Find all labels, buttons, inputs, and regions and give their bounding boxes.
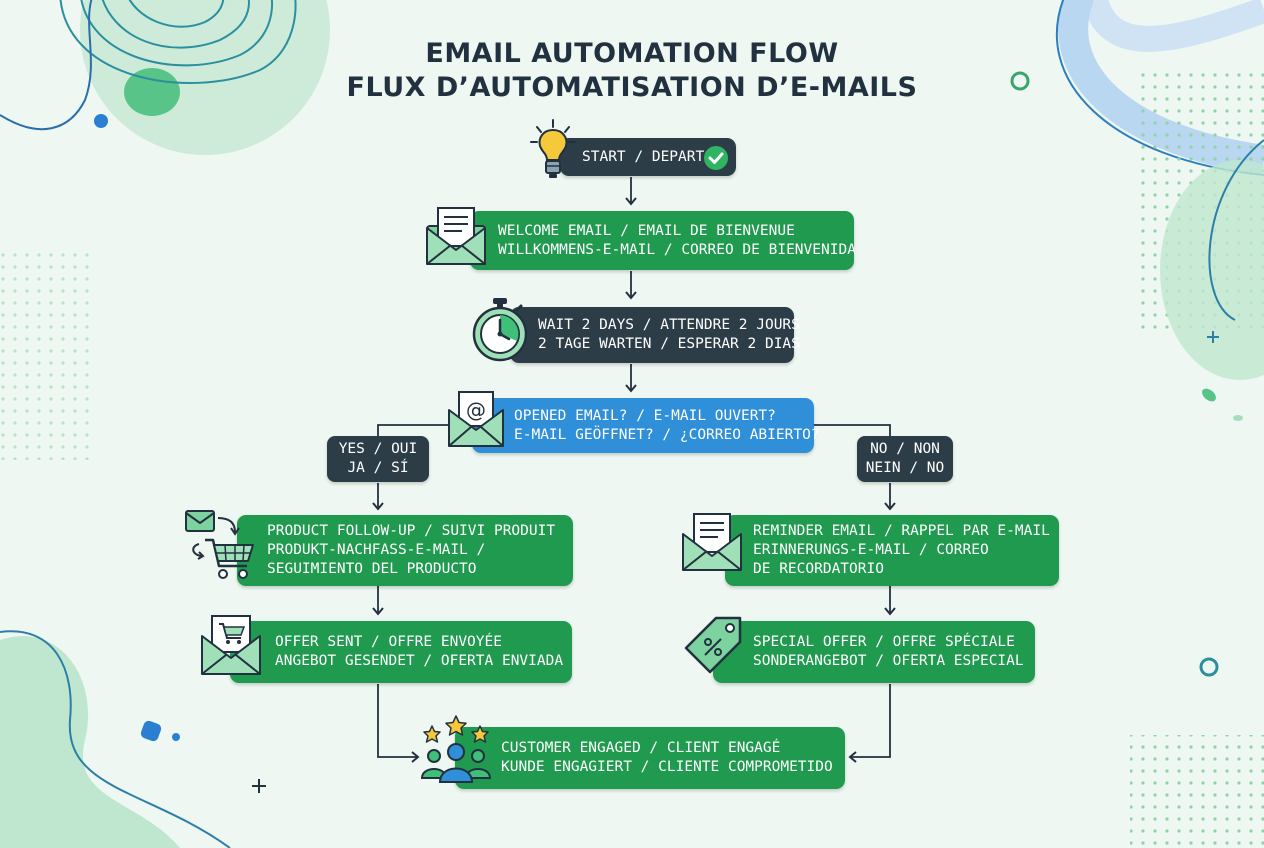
yes-branch-label: YES / OUI JA / SÍ [327, 436, 429, 482]
yes-line-2: JA / SÍ [347, 460, 409, 476]
line-opened-to-no [812, 424, 891, 436]
welcome-line-1: WELCOME EMAIL / EMAIL DE BIENVENUE [498, 222, 795, 239]
wait-line-2: 2 TAGE WARTEN / ESPERAR 2 DIAS [538, 336, 800, 352]
no-branch-label: NO / NON NEIN / NO [857, 436, 953, 482]
welcome-email-node: WELCOME EMAIL / EMAIL DE BIENVENUE WILLK… [470, 211, 856, 270]
svg-text:@: @ [466, 398, 486, 422]
opened-line-2: E-MAIL GEÖFFNET? / ¿CORREO ABIERTO? [514, 426, 820, 443]
start-label: START / DEPART [582, 148, 705, 165]
engaged-line-2: KUNDE ENGAGIERT / CLIENTE COMPROMETIDO [501, 759, 833, 775]
wait-line-1: WAIT 2 DAYS / ATTENDRE 2 JOURS [538, 317, 800, 333]
no-line-1: NO / NON [870, 441, 940, 457]
product-line-2: PRODUKT-NACHFASS-E-MAIL / [267, 542, 486, 558]
engaged-line-1: CUSTOMER ENGAGED / CLIENT ENGAGÉ [501, 740, 781, 756]
cart-envelope-icon [185, 510, 254, 579]
opened-line-1: OPENED EMAIL? / E-MAIL OUVERT? [514, 407, 776, 424]
arrow-offer-to-engaged [377, 684, 420, 763]
reminder-line-2: ERINNERUNGS-E-MAIL / CORREO [753, 542, 989, 558]
product-line-3: SEGUIMIENTO DEL PRODUCTO [267, 561, 477, 577]
offer-envelope-icon [201, 615, 261, 675]
special-line-1: SPECIAL OFFER / OFFRE SPÉCIALE [753, 634, 1015, 650]
product-line-1: PRODUCT FOLLOW-UP / SUIVI PRODUIT [267, 523, 556, 539]
reminder-line-3: DE RECORDATORIO [753, 561, 884, 577]
reminder-line-1: REMINDER EMAIL / RAPPEL PAR E-MAIL [753, 523, 1050, 539]
product-follow-up-node: PRODUCT FOLLOW-UP / SUIVI PRODUIT PRODUK… [237, 515, 573, 586]
price-tag-icon [684, 616, 742, 674]
arrow-special-to-engaged [848, 684, 891, 763]
line-opened-to-yes [377, 424, 450, 436]
check-circle-icon [704, 146, 728, 170]
offer-sent-node: OFFER SENT / OFFRE ENVOYÉE ANGEBOT GESEN… [230, 621, 572, 683]
offer-line-1: OFFER SENT / OFFRE ENVOYÉE [275, 634, 502, 650]
at-envelope-icon: @ [448, 391, 504, 447]
customers-stars-icon [420, 715, 492, 783]
special-offer-node: SPECIAL OFFER / OFFRE SPÉCIALE SONDERANG… [713, 621, 1035, 683]
special-line-2: SONDERANGEBOT / OFERTA ESPECIAL [753, 653, 1024, 669]
title-line-1: EMAIL AUTOMATION FLOW [425, 38, 839, 69]
reminder-envelope-icon [682, 513, 742, 571]
reminder-email-node: REMINDER EMAIL / RAPPEL PAR E-MAIL ERINN… [725, 515, 1059, 586]
envelope-letter-icon [426, 207, 486, 265]
opened-email-decision: OPENED EMAIL? / E-MAIL OUVERT? E-MAIL GE… [472, 398, 820, 453]
wait-node: WAIT 2 DAYS / ATTENDRE 2 JOURS 2 TAGE WA… [510, 307, 800, 363]
title-line-2: FLUX D’AUTOMATISATION D’E-MAILS [346, 72, 918, 103]
offer-line-2: ANGEBOT GESENDET / OFERTA ENVIADA [275, 653, 564, 669]
stopwatch-icon [472, 298, 528, 362]
customer-engaged-node: CUSTOMER ENGAGED / CLIENT ENGAGÉ KUNDE E… [455, 727, 845, 789]
no-line-2: NEIN / NO [865, 460, 945, 476]
yes-line-1: YES / OUI [338, 441, 418, 457]
welcome-line-2: WILLKOMMENS-E-MAIL / CORREO DE BIENVENID… [498, 241, 856, 258]
lightbulb-icon [530, 119, 576, 178]
